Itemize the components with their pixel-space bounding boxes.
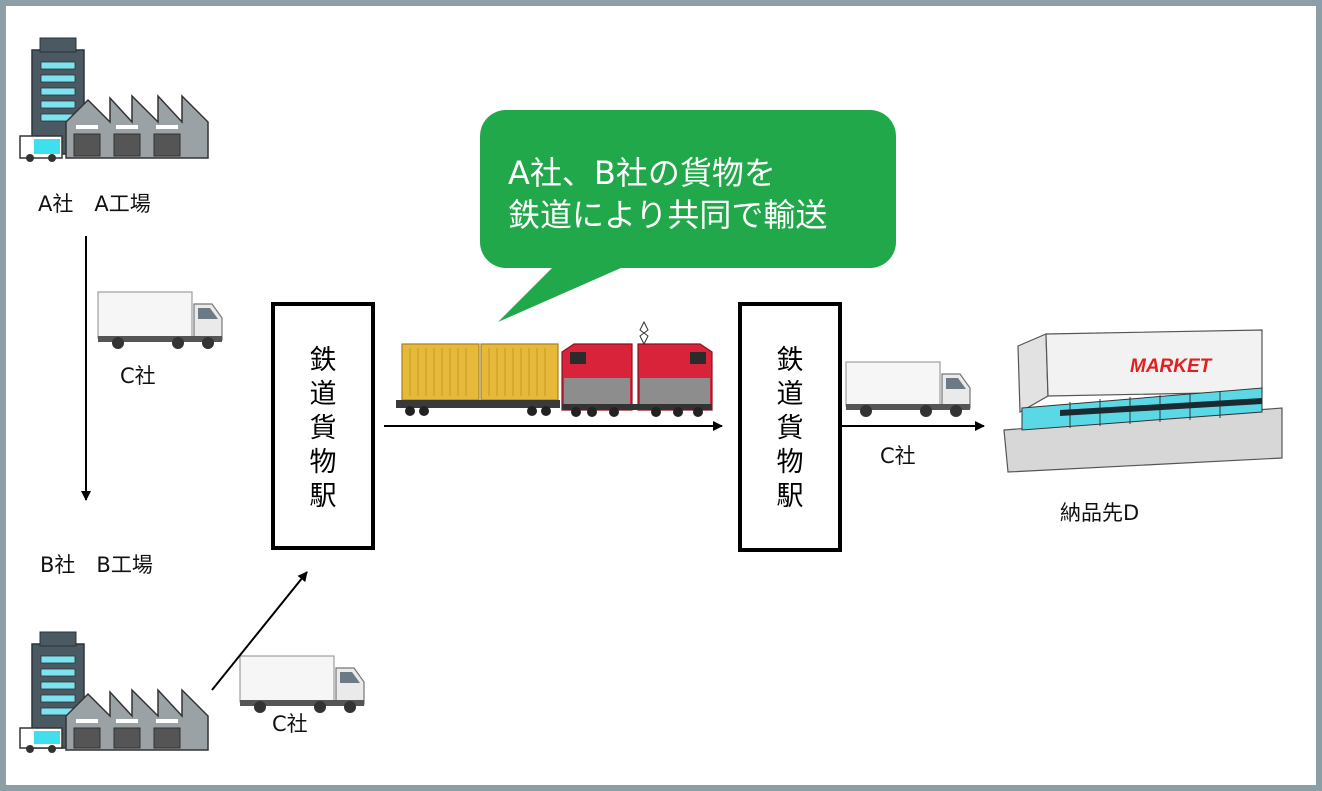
station-departure-char: 物 bbox=[309, 447, 337, 478]
company-a-label: A社 A工場 bbox=[38, 192, 151, 216]
carrier-label: C社 bbox=[272, 712, 308, 736]
market-building-icon: MARKET bbox=[1003, 329, 1283, 473]
truck-delivery-icon bbox=[845, 361, 971, 417]
factory-b-icon bbox=[19, 631, 209, 753]
callout-text: A社、B社の貨物を 鉄道により共同で輸送 bbox=[508, 152, 827, 236]
callout-line-2: 鉄道により共同で輸送 bbox=[508, 196, 828, 234]
arrow-factory-b-to-station bbox=[211, 571, 308, 691]
freight-train-icon bbox=[396, 320, 713, 417]
callout-bubble bbox=[480, 110, 896, 268]
station-departure: 鉄 道 貨 物 駅 bbox=[271, 302, 375, 550]
station-departure-char: 鉄 bbox=[309, 345, 337, 376]
factory-a-icon bbox=[19, 37, 209, 162]
station-arrival-char: 物 bbox=[776, 447, 804, 478]
station-departure-char: 駅 bbox=[309, 481, 337, 512]
carrier-label: C社 bbox=[120, 364, 156, 388]
station-arrival-char: 鉄 bbox=[776, 345, 804, 376]
station-departure-char: 道 bbox=[309, 379, 337, 410]
truck-b-icon bbox=[239, 655, 365, 713]
station-arrival-char: 道 bbox=[776, 379, 804, 410]
callout-tail bbox=[498, 264, 630, 322]
market-sign: MARKET bbox=[1130, 356, 1213, 377]
callout-line-1: A社、B社の貨物を bbox=[508, 154, 776, 192]
station-arrival: 鉄 道 貨 物 駅 bbox=[738, 302, 842, 552]
truck-a-icon bbox=[97, 291, 223, 349]
station-arrival-char: 貨 bbox=[776, 413, 804, 444]
carrier-label: C社 bbox=[880, 444, 916, 468]
station-departure-char: 貨 bbox=[309, 413, 337, 444]
destination-label: 納品先D bbox=[1060, 501, 1140, 525]
company-b-label: B社 B工場 bbox=[40, 553, 153, 577]
station-arrival-char: 駅 bbox=[776, 481, 804, 512]
